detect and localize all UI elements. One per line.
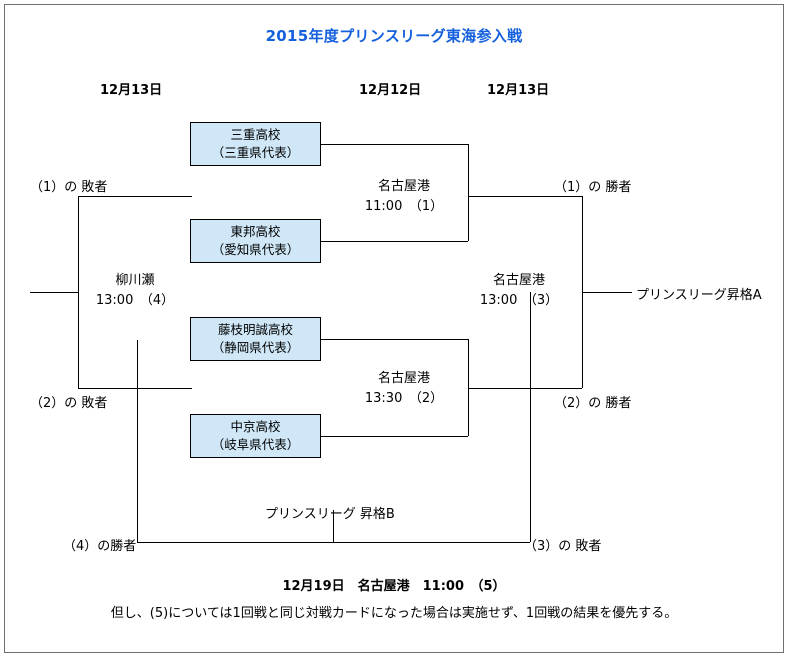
connector-playoff-stem [333,510,334,542]
connector-match4-output [30,292,78,293]
match-label-4: 柳川瀬 13:00 （4） [78,271,192,310]
team-name-4: 中京高校 [230,418,281,434]
page-border [4,4,784,653]
connector-final-to-promotion-a [582,292,632,293]
connector-playoff-horizontal [137,542,530,543]
label-winner-2: （2）の 勝者 [554,396,632,411]
label-loser-3: （3）の 敗者 [524,539,602,554]
team-box-1[interactable]: 三重高校 （三重県代表） [190,122,321,166]
team-region-3: （静岡県代表） [211,340,300,355]
team-region-2: （愛知県代表） [211,242,300,257]
date-header-middle: 12月12日 [359,83,422,98]
connector-match2-vertical [468,339,469,436]
team-box-3[interactable]: 藤枝明誠高校 （静岡県代表） [190,317,321,361]
connector-winner2-to-final [468,388,582,389]
label-promotion-a: プリンスリーグ昇格A [636,288,762,303]
footer-playoff-info: 12月19日 名古屋港 11:00 （5） [282,579,506,594]
connector-winner1-to-final [468,196,582,197]
match-label-1: 名古屋港 11:00 （1） [340,177,468,216]
team-box-2[interactable]: 東邦高校 （愛知県代表） [190,219,321,263]
label-winner-1: （1）の 勝者 [554,180,632,195]
team-name-3: 藤枝明誠高校 [217,321,293,337]
label-winner-4: （4）の勝者 [63,539,137,554]
match-venue-1: 名古屋港 [377,179,430,194]
team-name-1: 三重高校 [230,126,281,142]
match-time-3: 13:00 （3） [479,292,559,308]
connector-winner4-vertical [137,340,138,542]
connector-team1-to-match1 [321,144,468,145]
team-name-2: 東邦高校 [230,223,281,239]
label-promotion-b: プリンスリーグ 昇格B [265,507,395,522]
connector-team2-to-match1 [321,241,468,242]
team-box-4[interactable]: 中京高校 （岐阜県代表） [190,414,321,458]
page-title: 2015年度プリンスリーグ東海参入戦 [265,27,523,45]
connector-loser3-vertical [530,292,531,542]
connector-loser1-to-match4 [78,196,192,197]
label-loser-1: （1）の 敗者 [30,180,108,195]
match-time-1: 11:00 （1） [364,198,444,214]
match-time-4: 13:00 （4） [95,292,175,308]
label-loser-2: （2）の 敗者 [30,396,108,411]
team-region-4: （岐阜県代表） [211,437,300,452]
match-venue-2: 名古屋港 [377,371,430,386]
connector-match4-vertical [78,196,79,388]
footer-note: 但し、(5)については1回戦と同じ対戦カードになった場合は実施せず、1回戦の結果… [110,606,678,621]
team-region-1: （三重県代表） [211,145,300,160]
match-label-3: 名古屋港 13:00 （3） [455,271,583,310]
connector-match1-vertical [468,144,469,241]
match-venue-4: 柳川瀬 [115,273,155,288]
match-time-2: 13:30 （2） [364,390,444,406]
match-label-2: 名古屋港 13:30 （2） [340,369,468,408]
date-header-right: 12月13日 [487,83,550,98]
match-venue-3: 名古屋港 [492,273,545,288]
connector-loser2-to-match4 [78,388,192,389]
connector-team4-to-match2 [321,436,468,437]
connector-team3-to-match2 [321,339,468,340]
date-header-left: 12月13日 [100,83,163,98]
